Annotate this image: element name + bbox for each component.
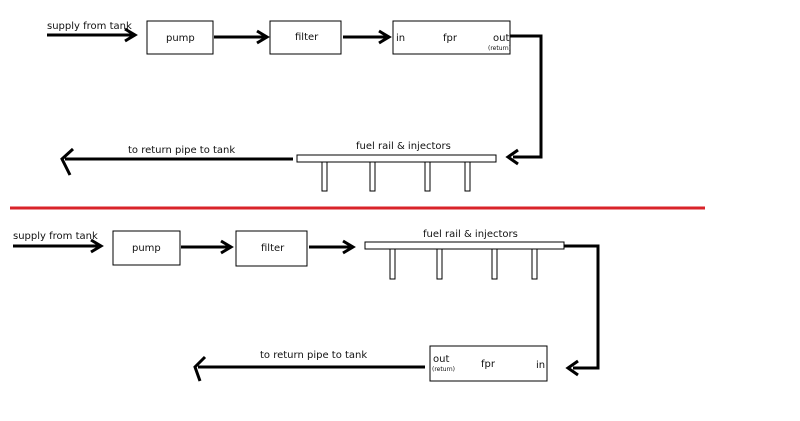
top-filter-box — [269, 20, 342, 55]
bottom-pump-box — [112, 230, 181, 266]
top-supply-label: supply from tank — [47, 21, 132, 32]
bottom-return-label: to return pipe to tank — [260, 350, 367, 361]
bottom-injector-4 — [531, 248, 538, 280]
bottom-injector-2 — [436, 248, 443, 280]
top-pump-box — [146, 20, 214, 55]
top-filter-label: filter — [295, 32, 319, 43]
top-injector-1 — [321, 161, 328, 192]
bottom-fpr-box — [429, 345, 548, 382]
bottom-pump-label: pump — [132, 243, 161, 254]
top-fpr-return-label: (return) — [488, 45, 511, 52]
top-return-label: to return pipe to tank — [128, 145, 235, 156]
bottom-filter-rail-arrowhead — [342, 239, 356, 255]
top-fpr-out-label: out — [493, 33, 509, 44]
bottom-supply-arrowhead — [90, 238, 104, 254]
bottom-filter-box — [235, 230, 308, 267]
bottom-filter-label: filter — [261, 243, 285, 254]
top-rail-label: fuel rail & injectors — [356, 141, 451, 152]
top-injector-2 — [369, 161, 376, 192]
top-diagram: supply from tank pump filter in fpr out … — [47, 20, 543, 192]
top-pump-label: pump — [166, 33, 195, 44]
bottom-fpr-name-label: fpr — [481, 359, 496, 370]
bottom-diagram: supply from tank pump filter fuel rail &… — [13, 229, 600, 382]
top-injector-4 — [464, 161, 471, 192]
top-fpr-rail-arrowhead — [505, 148, 519, 166]
bottom-rail-fpr-arrowhead — [565, 359, 579, 377]
bottom-fuel-rail — [364, 241, 565, 250]
bottom-fpr-in-label: in — [536, 360, 545, 371]
bottom-fpr-out-label: out — [433, 354, 449, 365]
bottom-rail-label: fuel rail & injectors — [423, 229, 518, 240]
top-return-arrowhead — [60, 147, 75, 176]
bottom-supply-label: supply from tank — [13, 231, 98, 242]
bottom-injector-3 — [491, 248, 498, 280]
bottom-injector-1 — [389, 248, 396, 280]
bottom-return-arrowhead — [193, 355, 207, 382]
bottom-pump-filter-arrowhead — [220, 239, 234, 255]
top-supply-arrowhead — [124, 27, 138, 43]
top-pump-filter-arrowhead — [256, 29, 270, 45]
top-injector-3 — [424, 161, 431, 192]
bottom-fpr-return-label: (return) — [432, 366, 455, 373]
top-fpr-name-label: fpr — [443, 33, 458, 44]
top-fpr-in-label: in — [396, 33, 405, 44]
bottom-rail-fpr-pipe — [564, 244, 600, 370]
top-filter-fpr-arrowhead — [378, 29, 392, 45]
top-fuel-rail — [296, 154, 497, 163]
top-fpr-rail-pipe — [510, 34, 543, 159]
